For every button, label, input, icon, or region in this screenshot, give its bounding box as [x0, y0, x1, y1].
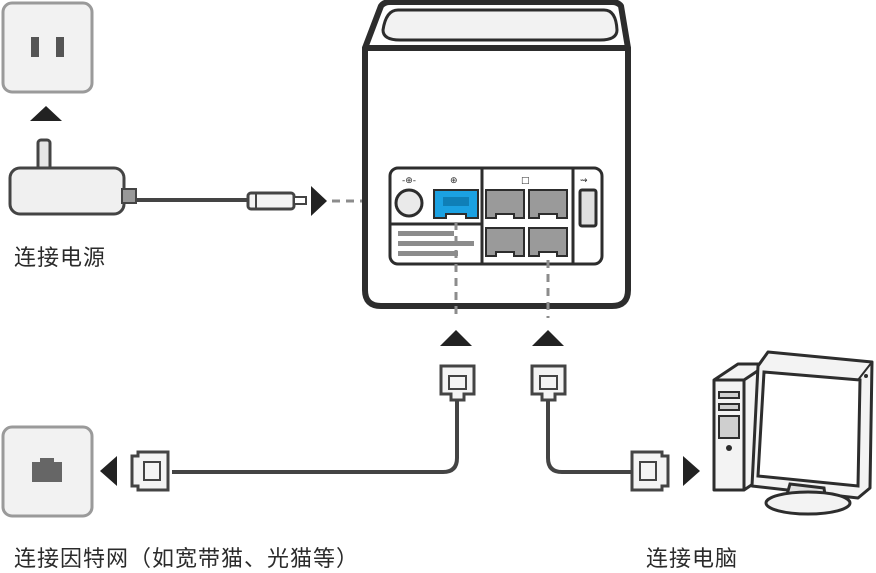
arrow-right-icon [311, 186, 327, 216]
arrow-up-icon [440, 330, 472, 346]
arrow-up-icon [532, 330, 564, 346]
svg-text:⊕: ⊕ [450, 176, 458, 186]
ethernet-plug-icon [530, 364, 567, 402]
power-adapter-icon [8, 138, 307, 216]
router-icon: -⊕- ⊕ □ ⇝ [362, 0, 631, 309]
dc-power-port [394, 188, 424, 218]
svg-text:□: □ [521, 176, 530, 186]
arrow-left-icon [100, 456, 117, 486]
ethernet-plug-icon [439, 364, 476, 402]
wan-port: ⊕ [433, 176, 479, 219]
lan-ports: □ [485, 176, 568, 257]
ethernet-wall-jack-icon [1, 425, 94, 518]
arrow-right-icon [683, 456, 700, 486]
ethernet-plug-icon [630, 450, 670, 492]
power-outlet-icon [1, 1, 94, 94]
power-label: 连接电源 [14, 246, 107, 271]
ethernet-plug-icon [130, 450, 170, 492]
computer-cable [546, 400, 632, 474]
desktop-computer-icon [712, 350, 874, 516]
internet-label: 连接因特网（如宽带猫、光猫等） [14, 547, 360, 572]
svg-text:-⊕-: -⊕- [402, 176, 416, 186]
internet-cable [172, 400, 459, 474]
arrow-up-icon [30, 106, 62, 121]
computer-label: 连接电脑 [646, 547, 739, 572]
svg-text:⇝: ⇝ [580, 176, 588, 186]
usb-port: ⇝ [578, 176, 598, 228]
